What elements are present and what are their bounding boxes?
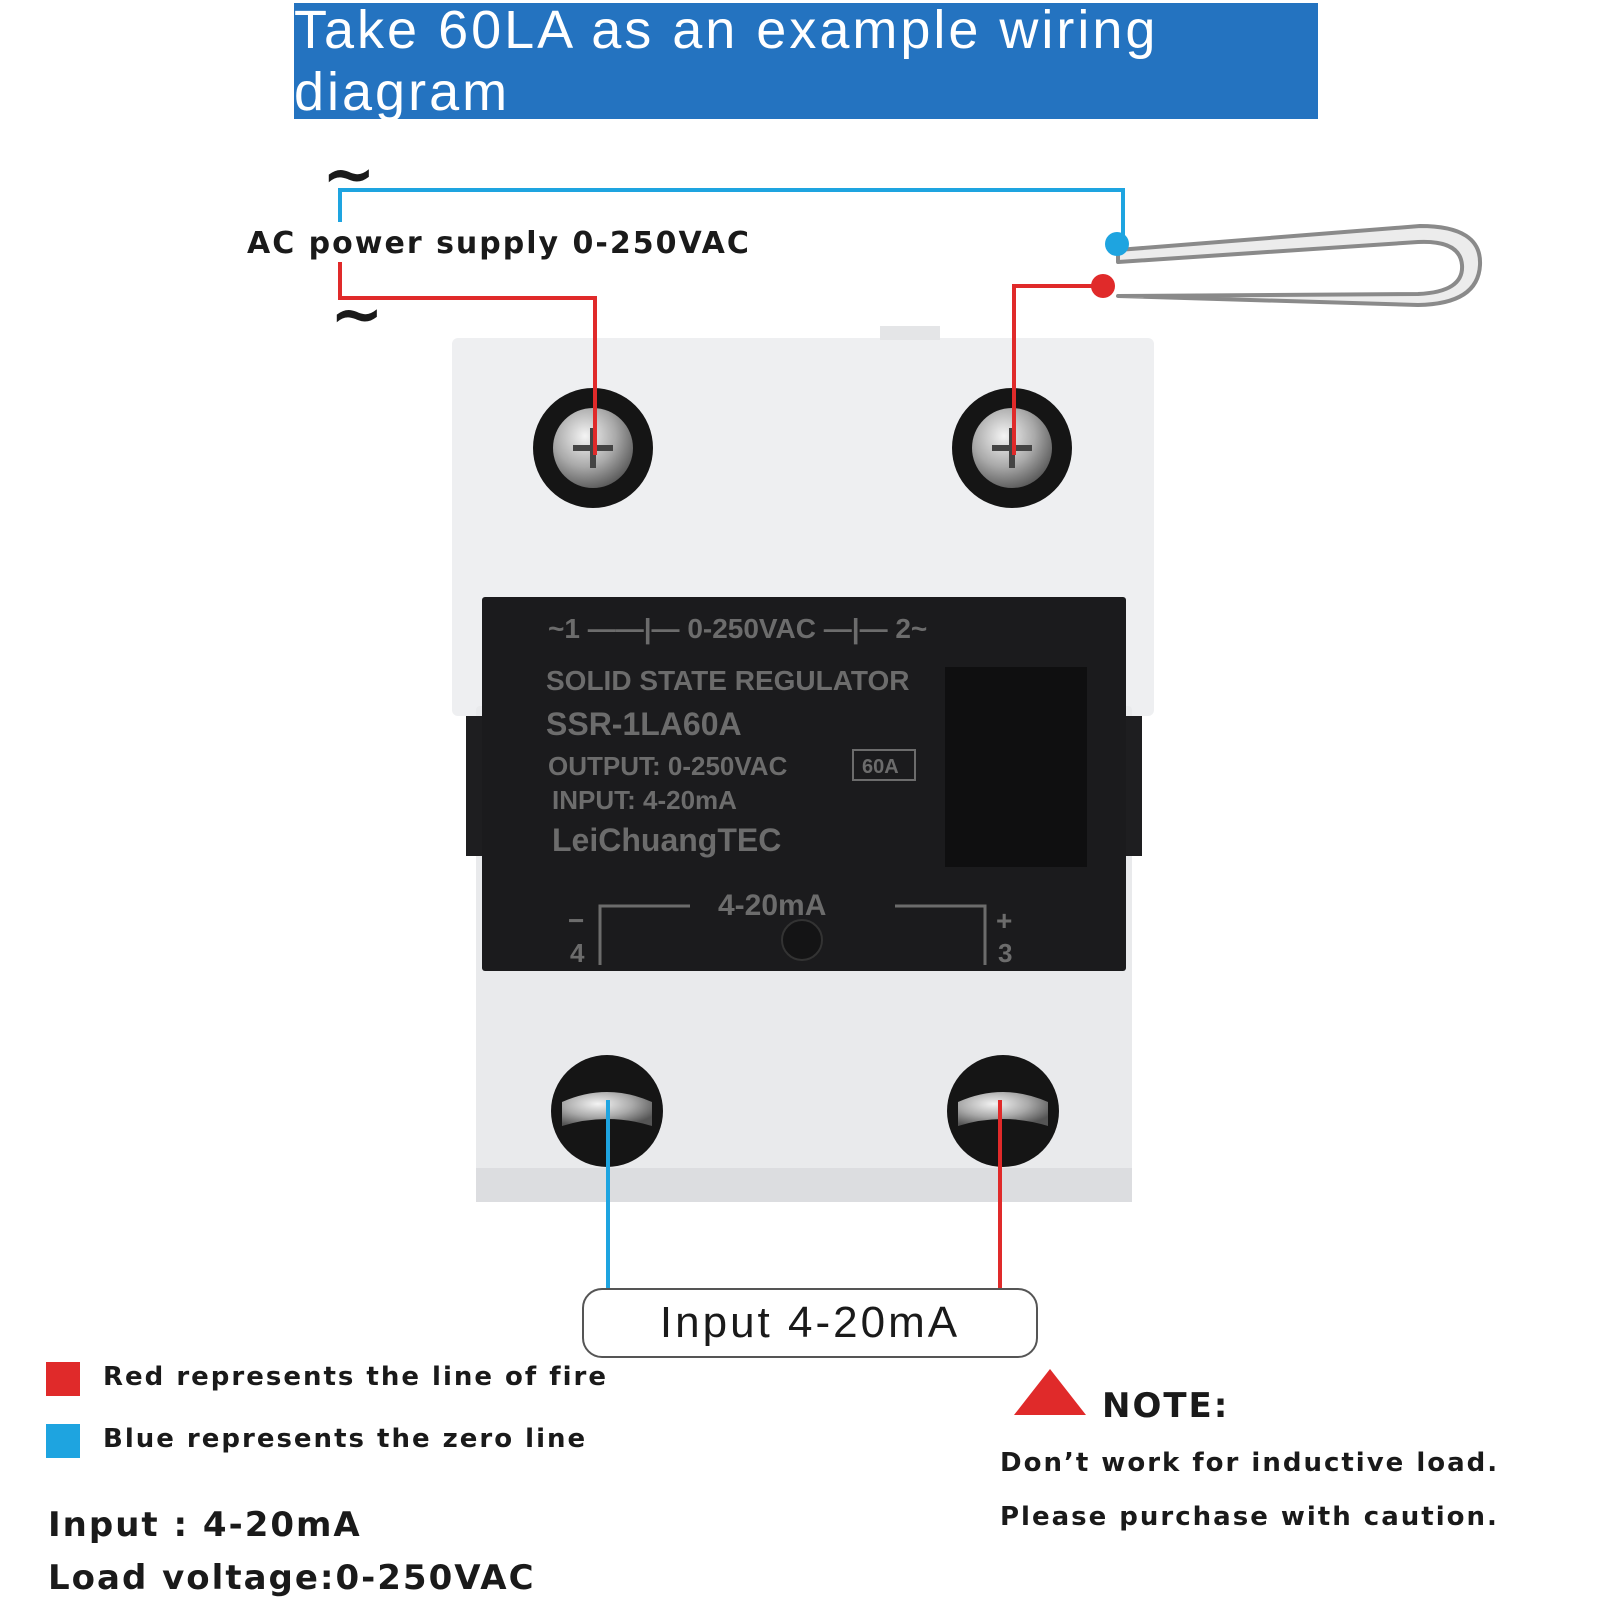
- relay-label-plate: ~1 ——|— 0-250VAC —|— 2~ SOLID STATE REGU…: [482, 597, 1126, 971]
- input-signal-label: Input 4-20mA: [659, 1298, 961, 1347]
- fire-line-wire-ac: [338, 262, 597, 455]
- relay-brand: LeiChuangTEC: [552, 822, 781, 858]
- indicator-led: [781, 919, 823, 961]
- terminal-minus-sign: −: [568, 905, 584, 936]
- fire-line-wire-load: [1012, 284, 1103, 455]
- terminal-plus-sign: +: [996, 905, 1012, 936]
- zero-line-wire-ac: [338, 188, 1125, 244]
- ac-symbol-top: ~: [322, 138, 376, 212]
- red-connection-dot: [1091, 274, 1115, 298]
- ac-power-supply-label: AC power supply 0-250VAC: [241, 226, 757, 261]
- terminal-3-number: 3: [998, 938, 1012, 968]
- relay-rating: 60A: [862, 756, 899, 778]
- legend-red-label: Red represents the line of fire: [103, 1362, 608, 1392]
- relay-input: INPUT: 4-20mA: [552, 785, 737, 815]
- title-banner: Take 60LA as an example wiring diagram: [294, 0, 1318, 122]
- relay-output: OUTPUT: 0-250VAC: [548, 751, 788, 781]
- relay-bottom-marking: 4-20mA: [718, 889, 826, 922]
- spec-input: Input : 4-20mA: [48, 1505, 362, 1545]
- relay-model: SSR-1LA60A: [546, 706, 742, 742]
- legend-blue-label: Blue represents the zero line: [103, 1424, 588, 1454]
- note-line-1: Don’t work for inductive load.: [1000, 1448, 1500, 1478]
- relay-line1: SOLID STATE REGULATOR: [546, 665, 909, 696]
- spec-load-voltage: Load voltage:0-250VAC: [48, 1558, 536, 1598]
- relay-top-marking: ~1 ——|— 0-250VAC —|— 2~: [548, 613, 927, 644]
- note-line-2: Please purchase with caution.: [1000, 1502, 1499, 1532]
- heating-element-load: [1116, 224, 1483, 307]
- blue-connection-dot: [1105, 232, 1129, 256]
- title-text: Take 60LA as an example wiring diagram: [294, 0, 1159, 122]
- note-title: NOTE:: [1102, 1386, 1230, 1426]
- legend-blue-swatch: [46, 1424, 80, 1458]
- warning-icon: [1014, 1369, 1086, 1415]
- legend-red-swatch: [46, 1362, 80, 1396]
- terminal-4-number: 4: [570, 938, 585, 968]
- terminal-3-screw: [947, 1055, 1059, 1167]
- input-signal-label-box: Input 4-20mA: [582, 1288, 1038, 1358]
